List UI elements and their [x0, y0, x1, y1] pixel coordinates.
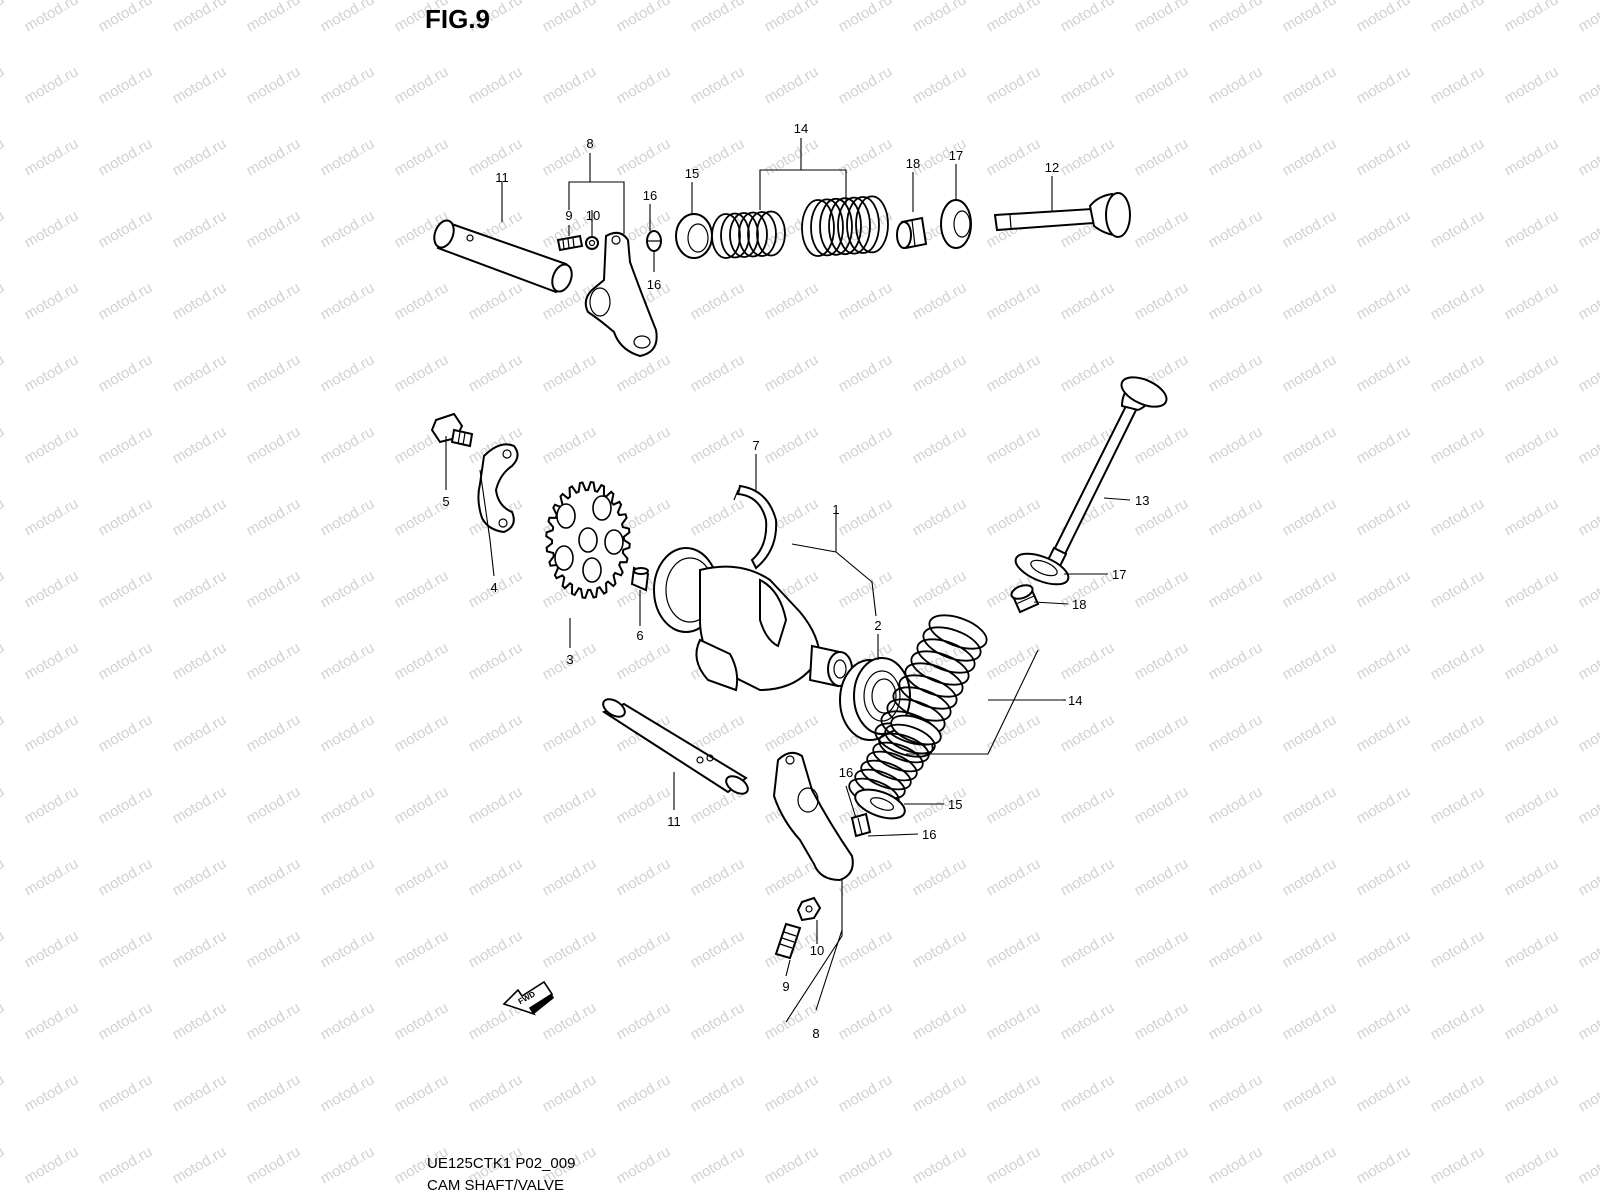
rocker-shaft-bottom [601, 698, 749, 795]
spring-retainer-bottom [1014, 552, 1070, 586]
leader-lines-top [501, 138, 1053, 272]
callout-15-bottom: 15 [948, 797, 962, 812]
callout-12: 12 [1045, 160, 1059, 175]
leader-lines-bottom [445, 436, 1131, 1023]
lock-nut-bottom [796, 896, 822, 922]
spring-seat-bottom [854, 788, 906, 820]
callout-16-bottom-b: 16 [922, 827, 936, 842]
callout-14-bottom: 14 [1068, 693, 1082, 708]
callout-2: 2 [874, 618, 881, 633]
callout-10-bottom: 10 [810, 943, 824, 958]
callout-7: 7 [752, 438, 759, 453]
lock-nut-top [585, 236, 599, 250]
callout-6: 6 [636, 628, 643, 643]
callout-17-bottom: 17 [1112, 567, 1126, 582]
callout-10-top: 10 [586, 208, 600, 223]
camshaft-bearing [839, 657, 911, 741]
camshaft-retainer-clip [733, 484, 778, 570]
bolt [430, 412, 474, 448]
callout-8-bottom: 8 [812, 1026, 819, 1041]
callout-13: 13 [1135, 493, 1149, 508]
cam-sprocket [545, 480, 631, 600]
rocker-arm-bottom [772, 751, 854, 882]
callout-14-top: 14 [794, 121, 808, 136]
forward-arrow-icon: FWD [502, 980, 554, 1016]
callout-15-top: 15 [685, 166, 699, 181]
callout-11-top: 11 [495, 170, 509, 185]
callout-9-top: 9 [565, 208, 572, 223]
callout-1: 1 [832, 502, 839, 517]
valve-spring-inner-bottom [848, 714, 942, 809]
valve-spring-outer-bottom [874, 614, 988, 758]
spring-seat-top [675, 213, 713, 259]
valve-cotter-bottom [850, 812, 872, 838]
figure-title: FIG.9 [425, 4, 491, 34]
adjust-screw-bottom [774, 922, 802, 960]
valve-spring-inner-top [711, 210, 786, 259]
diagram-subtitle: CAM SHAFT/VALVE [427, 1177, 564, 1194]
callout-18-bottom: 18 [1072, 597, 1086, 612]
valve-spring-outer-top [801, 195, 889, 257]
camshaft [653, 547, 853, 692]
diagram-code: UE125CTK1 P02_009 [427, 1155, 576, 1172]
callout-5: 5 [442, 494, 449, 509]
callout-18-top: 18 [906, 156, 920, 171]
spring-retainer-top [940, 199, 972, 249]
callout-11-bottom: 11 [667, 814, 681, 829]
intake-valve [1046, 376, 1168, 568]
callout-17-top: 17 [949, 148, 963, 163]
callout-9-bottom: 9 [782, 979, 789, 994]
callout-16-bottom-a: 16 [839, 765, 853, 780]
rocker-shaft-top [433, 219, 573, 294]
callout-8-top: 8 [586, 136, 593, 151]
exhaust-valve-top [993, 192, 1131, 238]
valve-cotter-top [646, 230, 662, 252]
cam-plate [477, 443, 519, 534]
rocker-arm-top [584, 231, 658, 358]
dowel-pin [630, 566, 650, 592]
stem-seal-bottom [1010, 584, 1040, 614]
callout-4: 4 [490, 580, 497, 595]
stem-seal-top [896, 216, 928, 250]
callout-16-top-b: 16 [647, 277, 661, 292]
callout-3: 3 [566, 652, 573, 667]
adjust-screw-top [556, 234, 584, 252]
callout-16-top-a: 16 [643, 188, 657, 203]
